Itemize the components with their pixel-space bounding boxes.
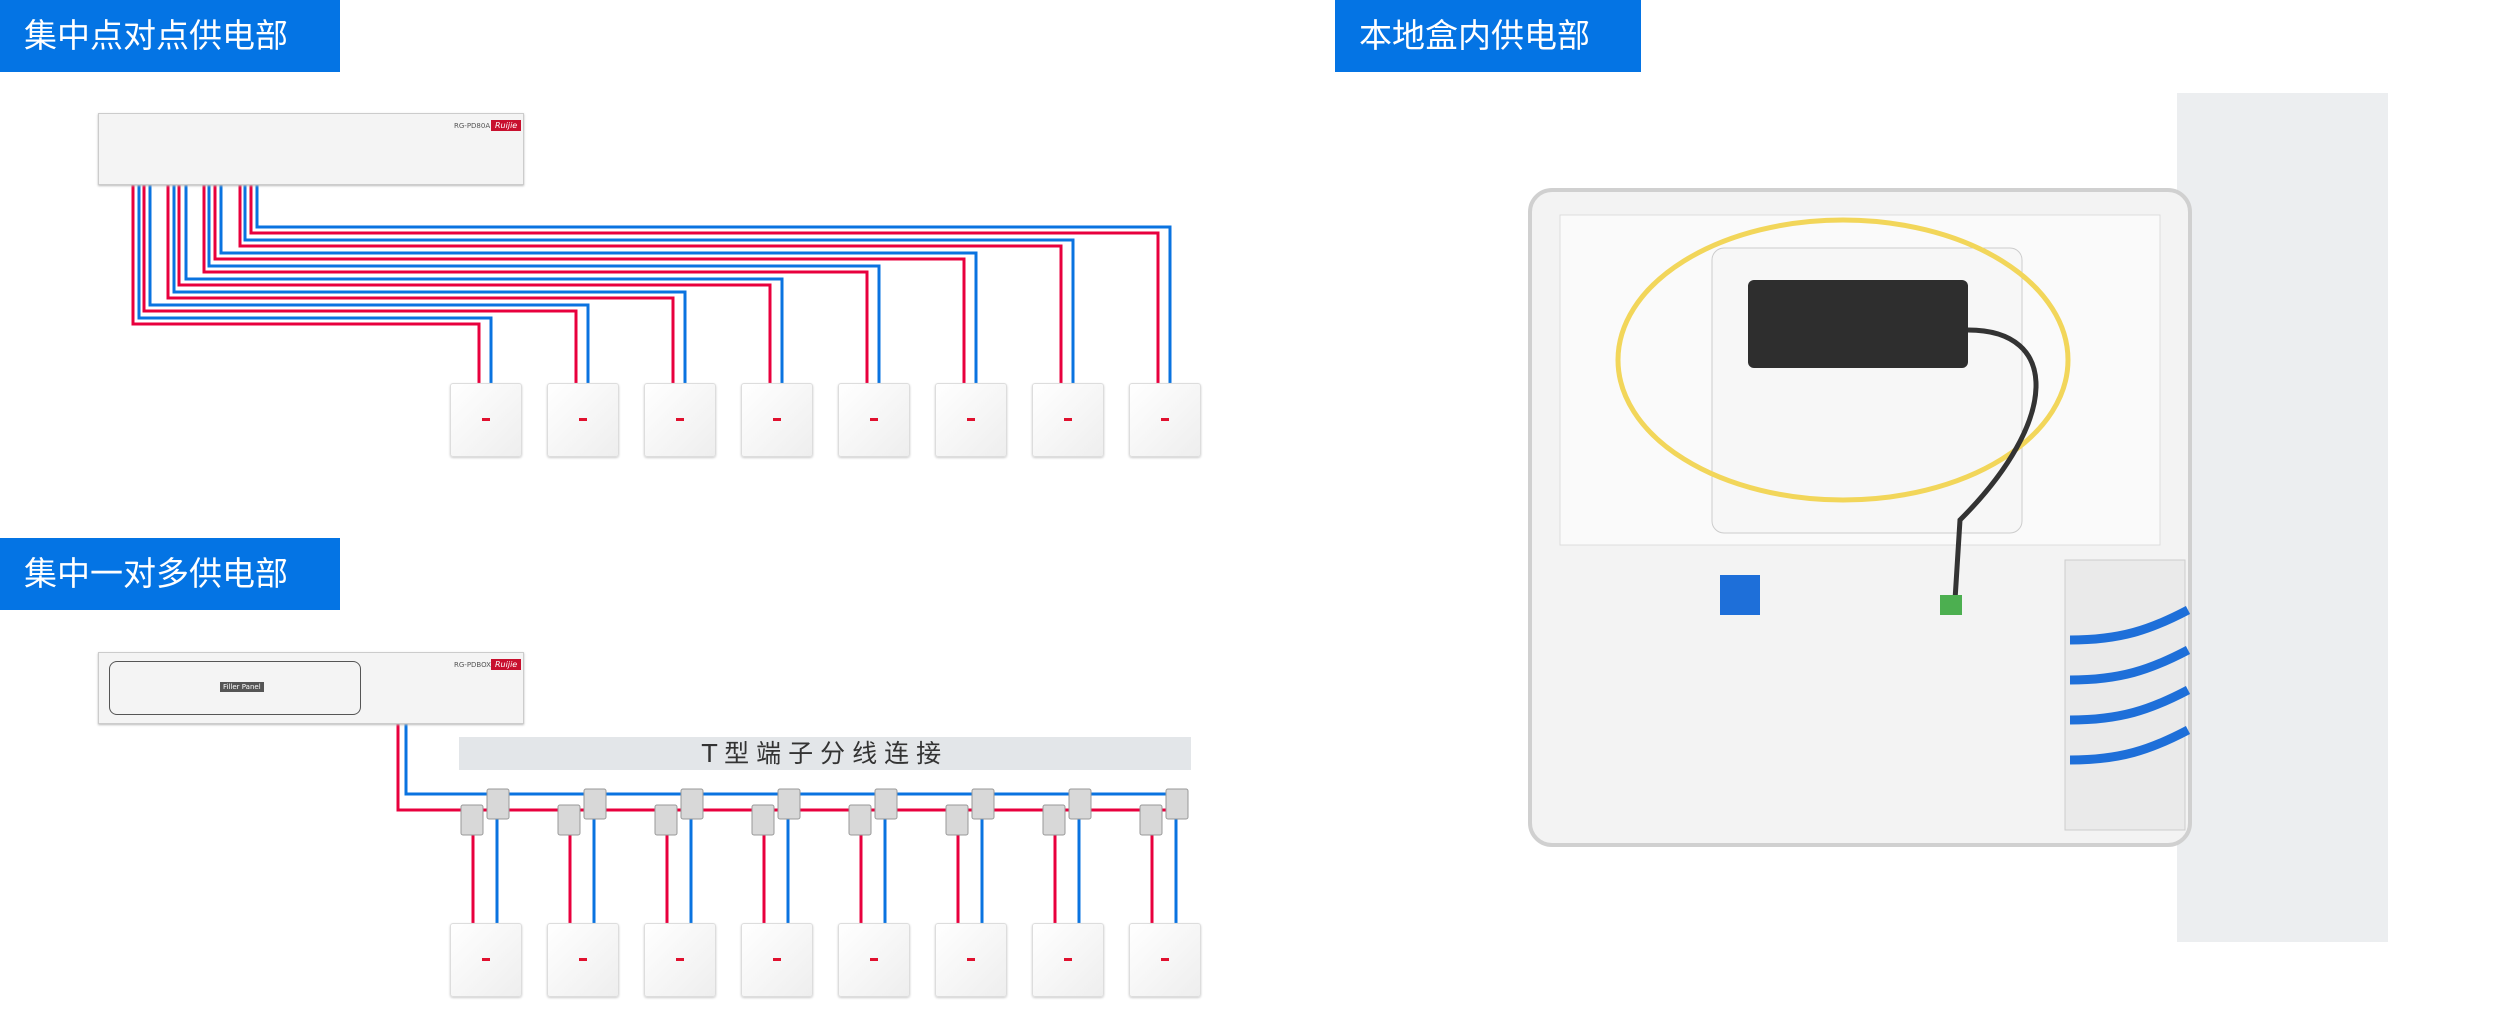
access-point (1129, 383, 1201, 457)
blue-power-wire (219, 183, 978, 383)
section-title-local-box: 本地盒内供电部署 (1335, 0, 1641, 127)
filler-panel: Filler Panel (109, 661, 361, 715)
device-model: RG-PDBOX (454, 661, 491, 669)
t-terminal-connector (1139, 804, 1163, 836)
access-point (1129, 923, 1201, 997)
optical-fiber (1615, 217, 2071, 503)
device-model: RG-PD80A (454, 122, 491, 130)
t-terminal-connector (583, 788, 607, 820)
red-power-wire (166, 183, 675, 383)
section-title-point-to-point: 集中点对点供电部署 (0, 0, 340, 127)
red-power-wire (213, 183, 966, 383)
access-point (741, 383, 813, 457)
red-power-wire (238, 183, 1063, 383)
network-cable (2069, 726, 2191, 765)
red-power-wire (131, 183, 481, 383)
access-point (1032, 383, 1104, 457)
terminal-block (1940, 595, 1962, 615)
t-terminal-connector (486, 788, 510, 820)
blue-power-wire (137, 183, 493, 383)
pdbox-power-unit: RG-PDBOX Ruijie Filler Panel (98, 652, 524, 724)
access-point (644, 923, 716, 997)
ruijie-logo: Ruijie (491, 659, 522, 670)
section-title-point-to-multipoint: 集中一对多供电部署 (0, 538, 340, 665)
adapter-cable (1952, 327, 2039, 601)
t-terminal-connector (874, 788, 898, 820)
access-point (838, 383, 910, 457)
power-adapter (1748, 280, 1968, 368)
t-terminal-connector (1042, 804, 1066, 836)
red-power-wire (142, 183, 578, 383)
access-point (644, 383, 716, 457)
blue-power-wire (207, 183, 881, 383)
access-point (935, 383, 1007, 457)
access-point (450, 383, 522, 457)
t-terminal-connector (971, 788, 995, 820)
t-terminal-connector (777, 788, 801, 820)
blue-power-wire (255, 183, 1172, 383)
wall-panel (2177, 93, 2388, 942)
fiber-connector (1720, 575, 1760, 615)
t-terminal-connector (460, 804, 484, 836)
blue-power-wire (148, 183, 590, 383)
network-cable (2069, 686, 2191, 725)
red-bus-wire (396, 690, 1180, 812)
access-point (1032, 923, 1104, 997)
access-point (547, 383, 619, 457)
access-point (450, 923, 522, 997)
t-terminal-connector (848, 804, 872, 836)
network-cable (2069, 606, 2191, 645)
t-terminal-connector (1165, 788, 1189, 820)
blue-power-wire (172, 183, 687, 383)
t-terminal-connector (945, 804, 969, 836)
filler-panel-label: Filler Panel (220, 682, 264, 692)
t-terminal-connector (680, 788, 704, 820)
red-power-wire (202, 183, 869, 383)
t-terminal-connector (557, 804, 581, 836)
t-terminal-connector (751, 804, 775, 836)
t-terminal-connector (1068, 788, 1092, 820)
blue-power-wire (243, 183, 1075, 383)
access-point (935, 923, 1007, 997)
cable-compartment (2064, 559, 2186, 831)
ruijie-logo: Ruijie (491, 120, 522, 131)
access-point (547, 923, 619, 997)
blue-power-wire (184, 183, 784, 383)
t-terminal-connector (654, 804, 678, 836)
red-power-wire (249, 183, 1160, 383)
access-point (741, 923, 813, 997)
network-cable (2069, 646, 2191, 685)
blue-bus-wire (404, 690, 1180, 796)
access-point (838, 923, 910, 997)
pd8-power-unit: RG-PD80A Ruijie (98, 113, 524, 185)
red-power-wire (177, 183, 772, 383)
t-terminal-label: T型端子分线连接 (459, 737, 1191, 770)
